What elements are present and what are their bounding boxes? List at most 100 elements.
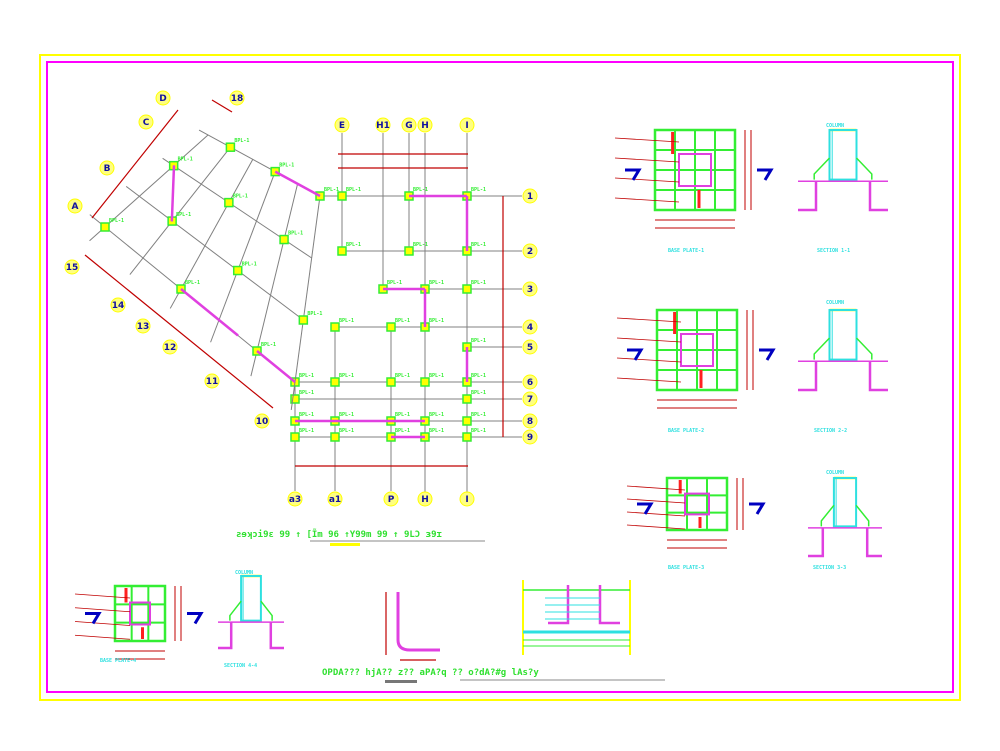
axis-row-5-label: 5 [527,343,533,353]
rebar-hook [396,592,440,652]
leader-line [616,337,682,343]
anchor-bolt [808,527,825,558]
axis-bottom-I-bubble [459,491,475,507]
column-node [225,142,236,152]
axis-row-8-bubble [522,413,538,429]
column-node [290,394,300,404]
column-node [337,191,347,201]
gusset-plate [820,504,870,527]
axis-14-label: 14 [112,301,125,311]
node-tag: BPL-1 [299,412,314,418]
node-tag: BPL-1 [471,390,486,396]
leader-line [626,498,686,504]
node-tag: BPL-1 [395,318,410,324]
node-tag: BPL-1 [176,212,191,218]
axis-C-label: C [143,118,150,128]
axis-row-1-label: 1 [527,192,533,202]
node-tag: BPL-1 [339,373,354,379]
column-section [678,153,712,187]
axis-11-label: 11 [206,377,219,387]
axis-row-3-label: 3 [527,285,533,295]
section-marker [637,502,654,515]
column-section [129,601,151,626]
node-tag: BPL-1 [395,373,410,379]
axis-top-H1-label: H1 [376,121,390,131]
axis-12-bubble [162,339,178,355]
axis-13-bubble [135,318,151,334]
grade-beam [274,170,321,198]
anchor-bolt [868,181,888,212]
node-tag: BPL-1 [346,187,361,193]
leader-line [616,377,682,383]
leader-line [74,621,131,626]
axis-top-H-bubble [417,117,433,133]
column-node [462,432,472,442]
bottom-title: OPDA??? hjA?? z?? aPA?q ?? o?dA?#g lAs?y [322,667,539,678]
node-tag: BPL-1 [178,157,193,163]
axis-top-I-label: I [465,121,468,131]
column-node [404,246,414,256]
base-plate-1-caption: BASE PLATE-1 [668,248,704,254]
outer-frame [39,54,961,701]
node-tag: BPL-1 [471,242,486,248]
grade-beam [180,288,239,337]
axis-D-label: D [159,94,166,104]
axis-row-9-label: 9 [527,433,533,443]
anchor-bolt [798,361,818,392]
anchor-bolt [269,622,284,650]
axis-top-E-bubble [334,117,350,133]
axis-top-E-label: E [339,121,345,131]
node-tag: BPL-1 [387,280,402,286]
axis-bottom-H-label: H [421,495,429,505]
axis-bottom-a1-label: a1 [329,495,341,505]
axis-13-label: 13 [137,322,150,332]
column-label-3: COLUMN [826,470,844,476]
section-marker [625,168,642,181]
column-node [330,322,340,332]
column-profile [832,477,858,528]
node-tag: BPL-1 [429,373,444,379]
node-tag: BPL-1 [109,218,124,224]
grid-line-14 [129,146,231,275]
grid-line-10 [290,195,321,410]
axis-15-bubble [64,259,80,275]
grade-beam [170,165,176,222]
axis-top-H1-bubble [375,117,391,133]
grid-line-12 [210,171,276,343]
axis-row-6-label: 6 [527,378,533,388]
node-tag: BPL-1 [429,428,444,434]
axis-A-bubble [67,198,83,214]
grid-line-11 [250,183,299,377]
column-profile [828,309,858,361]
grid-line-C [162,157,312,259]
node-tag: BPL-1 [233,194,248,200]
column-label-2: COLUMN [826,300,844,306]
node-tag: BPL-1 [261,342,276,348]
column-profile [828,129,858,181]
section-marker [627,348,644,361]
column-node [279,234,289,245]
node-tag: BPL-1 [346,242,361,248]
column-section [680,333,714,367]
leader-line [626,485,686,491]
leader-line [626,511,686,517]
axis-row-2-bubble [522,243,538,259]
column-node [330,432,340,442]
column-node [232,265,243,276]
axis-row-4-bubble [522,319,538,335]
plan-scale-tag [330,543,360,546]
column-node [462,394,472,404]
gusset-plate [229,600,273,621]
node-tag: BPL-1 [471,428,486,434]
node-tag: BPL-1 [339,412,354,418]
axis-bottom-a3-bubble [287,491,303,507]
dimension-line [84,254,274,409]
axis-A-label: A [72,202,79,212]
anchor-bolt [218,622,233,650]
grade-beam [256,350,296,383]
axis-14-bubble [110,297,126,313]
section-4-caption: SECTION 4-4 [224,663,257,669]
column-profile [240,575,262,622]
section-marker [187,612,204,625]
node-tag: BPL-1 [307,311,322,317]
